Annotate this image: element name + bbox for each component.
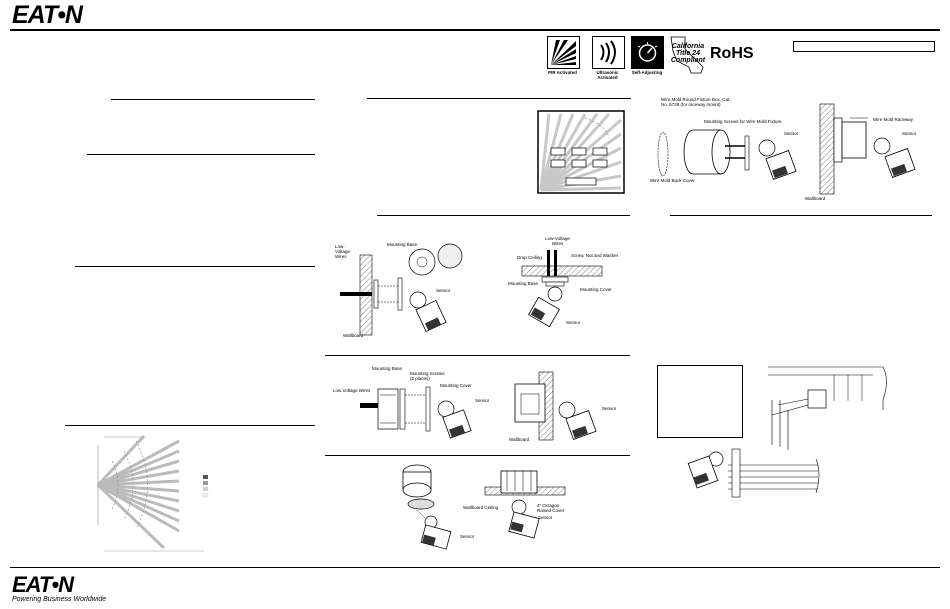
top-wallboard-label: Wallboard (805, 196, 826, 201)
box-mounting-cover-label: Mounting Cover (440, 383, 472, 388)
top-sensor2-label: Sensor (902, 131, 917, 136)
wire-mold-fixture-label: Wire Mold Round Fixture Box, Cat. No. 57… (661, 97, 731, 107)
ceiling-mount-diagram (521, 250, 603, 328)
ceiling-sensor-label: Sensor (566, 320, 581, 325)
box2-sensor-label: Sensor (602, 406, 617, 411)
box-mounting-screws-label: Mounting Screws (2 places) (410, 371, 445, 381)
coverage-legend (202, 475, 209, 498)
mid-rule-4 (325, 455, 630, 456)
mid-rule-3 (325, 355, 630, 356)
box-mounting-base-label: Mounting Base (372, 366, 403, 371)
coverage-pattern-diagram (96, 434, 209, 552)
california-line3: Compliant (670, 57, 706, 64)
box-low-voltage-label: Low Voltage Wires (333, 388, 371, 393)
wall-low-voltage-label: Low-Voltage Wires (335, 244, 351, 259)
self-adjusting-icon (637, 42, 658, 62)
ceiling-screw-label: Screw, Nut and Washer (571, 253, 619, 258)
octagon-wallboard-ceiling-label: Wallboard Ceiling (463, 505, 499, 510)
pir-label: PIR Activated (548, 70, 577, 75)
footer-tagline: Powering Business Worldwide (12, 596, 107, 603)
header-rule (10, 29, 940, 31)
ceiling-mounting-cover-label: Mounting Cover (580, 287, 612, 292)
self-adjusting-label: Self-Adjusting (631, 70, 663, 75)
box-mount-diagram (360, 386, 472, 439)
wall-mounting-base-label: Mounting Base (387, 242, 418, 247)
california-outline-icon (670, 36, 704, 74)
wall-sensor-label: Sensor (436, 288, 451, 293)
left-rule-1 (111, 99, 315, 100)
box-mount-assembled-diagram (514, 371, 597, 441)
wire-mold-back-cover-label: Wire Mold Back Cover (650, 178, 695, 183)
self-adjusting-badge (631, 36, 664, 69)
wiring-notes-box (657, 365, 743, 438)
wire-mold-screws-label: Mounting Screws for Wire Mold Fixture (704, 119, 782, 124)
octagon-sensor2-label: Sensor (538, 515, 553, 520)
desks (550, 147, 608, 186)
eaton-logo-footer: EAT•N (12, 572, 74, 597)
pir-icon (551, 40, 576, 65)
rohs-mark: RoHS (710, 45, 754, 62)
ceiling-mounting-base-label: Mounting Base (508, 281, 539, 286)
catalog-number-box (793, 41, 935, 52)
california-line1: California (671, 43, 705, 50)
octagon-exploded-diagram (402, 464, 452, 550)
pir-badge (547, 36, 580, 69)
wire-mold-exploded-diagram (657, 129, 797, 180)
ceiling-drop-ceiling-label: Drop Ceiling (517, 255, 542, 260)
right-rule-1 (670, 215, 932, 216)
wire-mold-raceway-label: Wire Mold Raceway (873, 117, 914, 122)
ceiling-low-voltage-label: Low-Voltage Wires (545, 236, 570, 246)
mid-rule-1 (367, 98, 631, 99)
ultrasonic-badge (592, 36, 625, 69)
coverage-rays (96, 434, 180, 550)
octagon-sensor-label: Sensor (460, 534, 475, 539)
wire-mold-raceway-diagram (819, 103, 916, 195)
left-rule-2 (87, 154, 315, 155)
wall-wallboard-label: Wallboard (343, 333, 364, 338)
left-rule-3 (75, 266, 315, 267)
footer-rule (10, 567, 940, 568)
mid-rule-2 (377, 215, 630, 216)
eaton-logo-header: EAT•N (12, 1, 83, 29)
wiring-diagram (687, 366, 887, 498)
wall-mount-diagram (340, 243, 463, 336)
ultrasonic-label: Ultrasonic Activated (596, 70, 619, 80)
room-coverage-diagram (537, 110, 625, 194)
top-sensor-label: Sensor (784, 131, 799, 136)
box-sensor-label: Sensor (475, 398, 490, 403)
octagon-assembled-diagram (484, 470, 566, 539)
ultrasonic-icon (600, 40, 616, 65)
left-rule-4 (65, 425, 315, 426)
california-line2: Title 24 (676, 50, 700, 57)
box2-wallboard-label: Wallboard (509, 437, 530, 442)
octagon-cover-label: 4" Octagon Raised Cover (537, 503, 565, 513)
